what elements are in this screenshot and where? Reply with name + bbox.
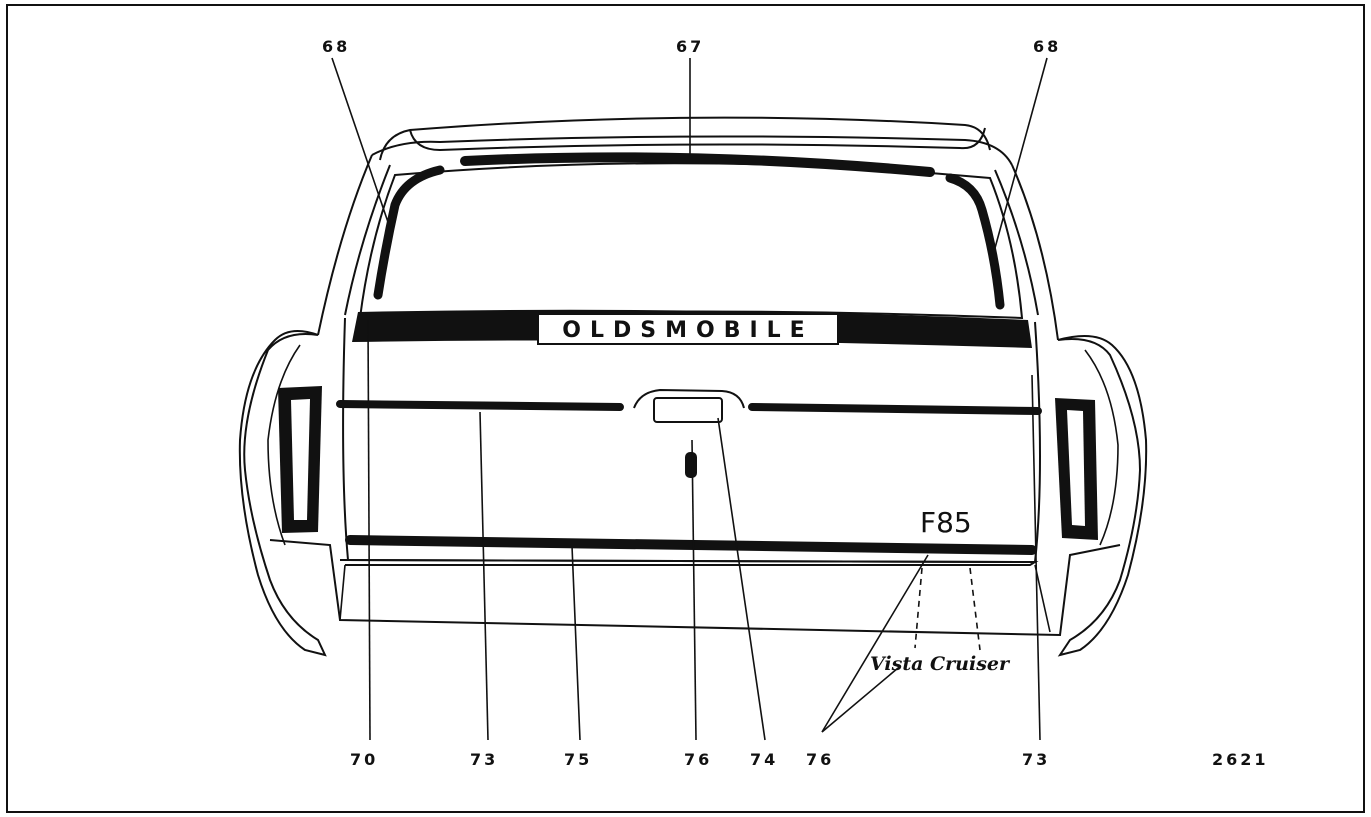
script-pointer-2 bbox=[969, 567, 981, 651]
callout-73-right: 73 bbox=[1022, 750, 1050, 769]
oldsmobile-badge bbox=[537, 313, 839, 345]
callout-70: 70 bbox=[350, 750, 378, 769]
left-tail-lamp bbox=[278, 386, 322, 533]
callout-73-left: 73 bbox=[470, 750, 498, 769]
callout-68-right: 68 bbox=[1033, 37, 1061, 56]
mid-tailgate-moldings bbox=[336, 388, 1042, 478]
script-pointer-1 bbox=[914, 567, 923, 649]
upper-tailgate-molding: OLDSMOBILE bbox=[352, 309, 1032, 348]
callout-67: 67 bbox=[676, 37, 704, 56]
tailgate-handle bbox=[653, 397, 723, 423]
callout-74: 74 bbox=[750, 750, 778, 769]
diagram-frame bbox=[6, 4, 1365, 813]
roof-outline bbox=[371, 116, 1013, 166]
f85-emblem: F85 bbox=[920, 506, 972, 539]
window-moldings bbox=[373, 152, 1005, 310]
oldsmobile-badge-text: OLDSMOBILE bbox=[562, 318, 813, 343]
callout-leaders bbox=[331, 57, 1048, 741]
callout-75: 75 bbox=[564, 750, 592, 769]
figure-number: 2621 bbox=[1212, 750, 1269, 769]
lock-cylinder bbox=[685, 452, 697, 478]
callout-76-left: 76 bbox=[684, 750, 712, 769]
vista-cruiser-script: Vista Cruiser bbox=[870, 653, 1011, 675]
callout-68-left: 68 bbox=[322, 37, 350, 56]
lower-tailgate-molding bbox=[345, 535, 1037, 555]
callout-76-right: 76 bbox=[806, 750, 834, 769]
right-tail-lamp bbox=[1055, 398, 1098, 540]
